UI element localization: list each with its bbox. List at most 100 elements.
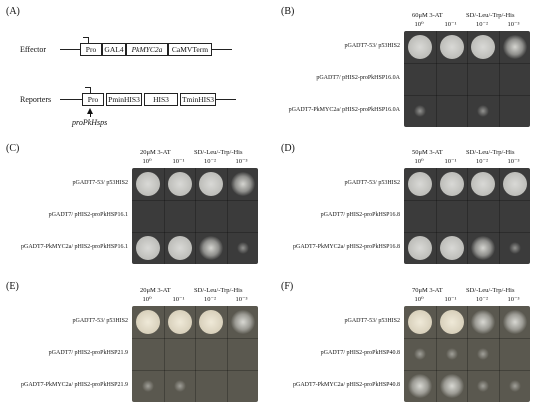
medium-label-e: 20μM 3-AT [140,287,171,294]
dilution-label-e-1: 10⁻¹ [172,296,185,303]
yeast-colony-spot [136,172,160,196]
yeast-colony-spot [199,236,223,260]
effector-box-gal4: GAL4 [102,43,126,56]
plate-grid-line [132,370,258,371]
strain-label-e-0: pGADT7-53/ p53HIS2 [72,318,129,324]
dilution-label-b-0: 10⁰ [414,21,424,28]
yeast-colony-spot [471,172,495,196]
yeast-colony-spot [408,172,432,196]
yeast-colony-spot [408,236,432,260]
yeast-colony-spot [136,236,160,260]
plate-grid-line [498,168,500,264]
medium-label-d: 50μM 3-AT [412,149,443,156]
reporter-line-right [216,99,236,100]
promoter-arrow-icon [87,108,93,114]
yeast-colony-spot [471,35,495,59]
selection-label-e: SD/-Leu/-Trp/-His [194,287,243,294]
plate-grid-line [467,168,468,264]
plate-grid-line [404,63,530,64]
yeast-colony-spot [502,35,527,59]
yeast-colony-spot [507,241,522,255]
yeast-colony-spot [199,172,223,196]
plate-grid-line [163,306,165,402]
dilution-label-b-2: 10⁻² [476,21,488,28]
panel-label-d: (D) [281,143,295,154]
yeast-colony-spot [439,310,464,334]
panel-label-a: (A) [6,6,20,17]
plate-grid-line [498,306,500,402]
reporter-box-his3: HIS3 [144,93,178,106]
plate-grid-line [404,95,530,96]
medium-label-c: 20μM 3-AT [140,149,171,156]
promoter-note: proPkHsps [72,118,108,127]
strain-label-b-2: pGADT7-PkMYC2a/ pHIS2-proPkHSP16.0A [288,107,400,113]
plate-grid-line [404,338,530,339]
plate-grid-line [498,31,500,127]
panel-label-b: (B) [281,6,295,17]
dilution-label-d-3: 10⁻³ [507,158,520,165]
dilution-label-f-1: 10⁻¹ [444,296,457,303]
dilution-label-e-0: 10⁰ [142,296,152,303]
plate-f [404,306,530,402]
dilution-label-f-0: 10⁰ [414,296,424,303]
dilution-label-c-2: 10⁻² [204,158,216,165]
schematic-panel-a: (A) Effector Pro GAL4 PkMYC2a CaMVTerm R… [0,0,270,135]
plate-grid-line [467,31,468,127]
plate-grid-line [404,232,530,233]
panel-label-f: (F) [281,281,294,292]
panel-label-c: (C) [6,143,20,154]
effector-tss-arrow [83,37,89,43]
yeast-colony-spot [471,236,495,260]
plate-grid-line [195,306,196,402]
reporter-box-pminhis3: PminHIS3 [106,93,142,106]
yeast-colony-spot [476,379,490,393]
dilution-label-c-3: 10⁻³ [235,158,248,165]
reporter-box-tminhis3: TminHIS3 [180,93,216,106]
yeast-colony-spot [507,379,522,393]
yeast-colony-spot [199,310,223,334]
effector-box-pro: Pro [80,43,102,56]
plate-grid-line [132,338,258,339]
yeast-colony-spot [141,379,155,393]
plate-grid-line [226,306,228,402]
strain-label-f-2: pGADT7-PkMYC2a/ pHIS2-proPkHSP40.8 [292,382,400,388]
yeast-colony-spot [476,104,490,118]
yeast-colony-spot [408,374,432,398]
strain-label-f-0: pGADT7-53/ p53HIS2 [344,318,401,324]
reporter-line-left [60,99,82,100]
yeast-colony-spot [167,172,192,196]
selection-label-f: SD/-Leu/-Trp/-His [466,287,515,294]
yeast-colony-spot [235,241,250,255]
plate-grid-line [163,168,165,264]
dilution-label-c-0: 10⁰ [142,158,152,165]
dilution-label-b-3: 10⁻³ [507,21,520,28]
effector-label: Effector [20,45,47,54]
plate-c [132,168,258,264]
yeast-colony-spot [502,172,527,196]
strain-label-d-2: pGADT7-PkMYC2a/ pHIS2-proPkHSP16.8 [292,244,400,250]
selection-label-b: SD/-Leu/-Trp/-His [466,12,515,19]
reporter-tss-arrow [85,87,91,93]
plate-grid-line [195,168,196,264]
yeast-colony-spot [439,236,464,260]
yeast-colony-spot [439,172,464,196]
yeast-colony-spot [439,35,464,59]
dilution-label-e-2: 10⁻² [204,296,216,303]
yeast-colony-spot [476,347,490,361]
plate-grid-line [132,232,258,233]
dilution-label-b-1: 10⁻¹ [444,21,457,28]
reporters-label: Reporters [20,95,52,104]
yeast-colony-spot [408,35,432,59]
strain-label-f-1: pGADT7/ pHIS2-proPkHSP40.8 [320,350,400,356]
yeast-colony-spot [413,347,427,361]
strain-label-d-1: pGADT7/ pHIS2-proPkHSP16.8 [320,212,400,218]
plate-grid-line [226,168,228,264]
selection-label-c: SD/-Leu/-Trp/-His [194,149,243,156]
promoter-arrow-stem [90,113,91,117]
strain-label-c-1: pGADT7/ pHIS2-proPkHSP16.1 [48,212,128,218]
plate-d [404,168,530,264]
yeast-colony-spot [408,310,432,334]
plate-grid-line [435,306,437,402]
yeast-colony-spot [167,310,192,334]
plate-grid-line [435,168,437,264]
